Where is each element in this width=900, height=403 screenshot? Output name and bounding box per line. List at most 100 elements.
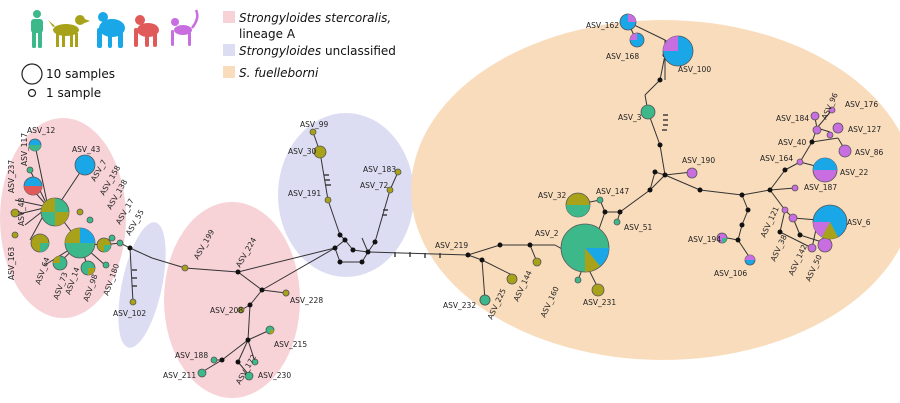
small-monkey-icon [171, 9, 199, 46]
node-asv176 [832, 122, 844, 134]
label-asv12: ASV_12 [27, 126, 56, 135]
label-asv190: ASV_190 [682, 156, 715, 165]
node-asv187 [791, 184, 799, 192]
label-asv32: ASV_32 [538, 191, 567, 200]
label-asv232: ASV_232 [443, 301, 476, 310]
node-asv86 [838, 144, 852, 158]
label-asv102: ASV_102 [113, 309, 146, 318]
haplotype-nodes [10, 13, 852, 381]
label-asv237: ASV_237 [7, 160, 16, 193]
label-asv86: ASV_86 [855, 148, 884, 157]
swatch-stercoralis [223, 11, 235, 23]
label-asv40: ASV_40 [778, 138, 807, 147]
node-asv160 [574, 276, 582, 284]
node-asv184 [810, 111, 820, 121]
label-asv183: ASV_183 [363, 165, 396, 174]
label-asv3: ASV_3 [618, 113, 642, 122]
label-asv194: ASV_194 [688, 235, 721, 244]
label-asv215: ASV_215 [274, 340, 307, 349]
label-asv43: ASV_43 [72, 145, 101, 154]
node-asv199 [181, 264, 189, 272]
node-asv225 [506, 273, 518, 285]
node-asv164 [796, 158, 804, 166]
node-asv211 [197, 368, 207, 378]
host-legend [31, 9, 199, 48]
label-asv72: ASV_72 [360, 181, 389, 190]
node-asv180 [102, 261, 110, 269]
node-asv183 [394, 168, 402, 176]
node-asv102 [129, 298, 137, 306]
label-asv231: ASV_231 [583, 298, 616, 307]
node-asv231 [591, 283, 605, 297]
node-asv43 [74, 154, 96, 176]
node-asv188 [210, 356, 218, 364]
median-vectors [127, 52, 815, 365]
region-unclassified-large [278, 113, 414, 277]
label-asv184: ASV_184 [776, 114, 809, 123]
node-asv228 [282, 289, 290, 297]
label-asv162: ASV_162 [586, 21, 619, 30]
node-asv55 [116, 239, 124, 247]
human-icon [31, 10, 43, 48]
label-asv219: ASV_219 [435, 241, 468, 250]
label-asv163: ASV_163 [7, 247, 16, 280]
node-asv48 [10, 208, 20, 218]
label-asv2: ASV_2 [535, 229, 559, 238]
label-asv48: ASV_48 [17, 197, 26, 226]
region-unclassified-small [118, 222, 166, 348]
label-asv230: ASV_230 [258, 371, 291, 380]
label-asv22: ASV_22 [840, 168, 869, 177]
label-asv127: ASV_127 [848, 125, 881, 134]
node-asv191 [324, 196, 332, 204]
label-asv147: ASV_147 [596, 187, 629, 196]
label-asv30: ASV_30 [288, 147, 317, 156]
label-asv208: ASV_208 [210, 306, 243, 315]
node-asv127 [826, 131, 834, 139]
label-asv164: ASV_164 [760, 154, 793, 163]
node-asv38 [788, 213, 798, 223]
label-asv6: ASV_6 [847, 218, 871, 227]
node-asv163 [11, 231, 19, 239]
clade-unclassified-label: Strongyloides unclassified [239, 44, 396, 58]
node-asv117 [26, 166, 34, 174]
size-large-label: 10 samples [46, 67, 115, 81]
mutation-ticks [132, 114, 668, 287]
node-asv3 [640, 104, 656, 120]
clade-legend: Strongyloides stercoralis, lineage A Str… [223, 11, 396, 80]
clade-stercoralis-label: Strongyloides stercoralis, [239, 11, 391, 25]
node-asv96 [828, 106, 836, 114]
swatch-unclassified [223, 44, 235, 56]
region-stercoralis-middle [164, 202, 300, 398]
clade-fuelleborni-label: S. fuelleborni [239, 66, 319, 80]
label-asv99: ASV_99 [300, 120, 329, 129]
dog-icon [48, 15, 90, 47]
clade-stercoralis-line2: lineage A [239, 27, 296, 41]
node-asv232 [479, 294, 491, 306]
gorilla-icon [97, 12, 125, 48]
label-asv191: ASV_191 [288, 189, 321, 198]
label-asv187: ASV_187 [804, 183, 837, 192]
node-asv121 [781, 206, 789, 214]
node-asv40 [812, 125, 822, 135]
label-asv100: ASV_100 [678, 65, 711, 74]
size-legend: 10 samples 1 sample [21, 63, 115, 100]
label-asv211: ASV_211 [163, 371, 196, 380]
size-small-circle [27, 88, 37, 98]
region-fuelleborni [411, 20, 900, 360]
node-asv51 [613, 218, 621, 226]
node-asv158 [76, 208, 84, 216]
node-asv99 [309, 128, 317, 136]
node-asv144 [532, 257, 542, 267]
size-small-label: 1 sample [46, 86, 101, 100]
label-asv228: ASV_228 [290, 296, 323, 305]
node-asv138 [86, 216, 94, 224]
clade-regions [0, 20, 900, 398]
node-asv230 [251, 358, 259, 366]
node-asv147 [596, 196, 604, 204]
label-asv106: ASV_106 [714, 269, 747, 278]
swatch-fuelleborni [223, 66, 235, 78]
monkey-icon [134, 15, 159, 47]
node-asv190 [686, 167, 698, 179]
node-asv142 [807, 243, 817, 253]
